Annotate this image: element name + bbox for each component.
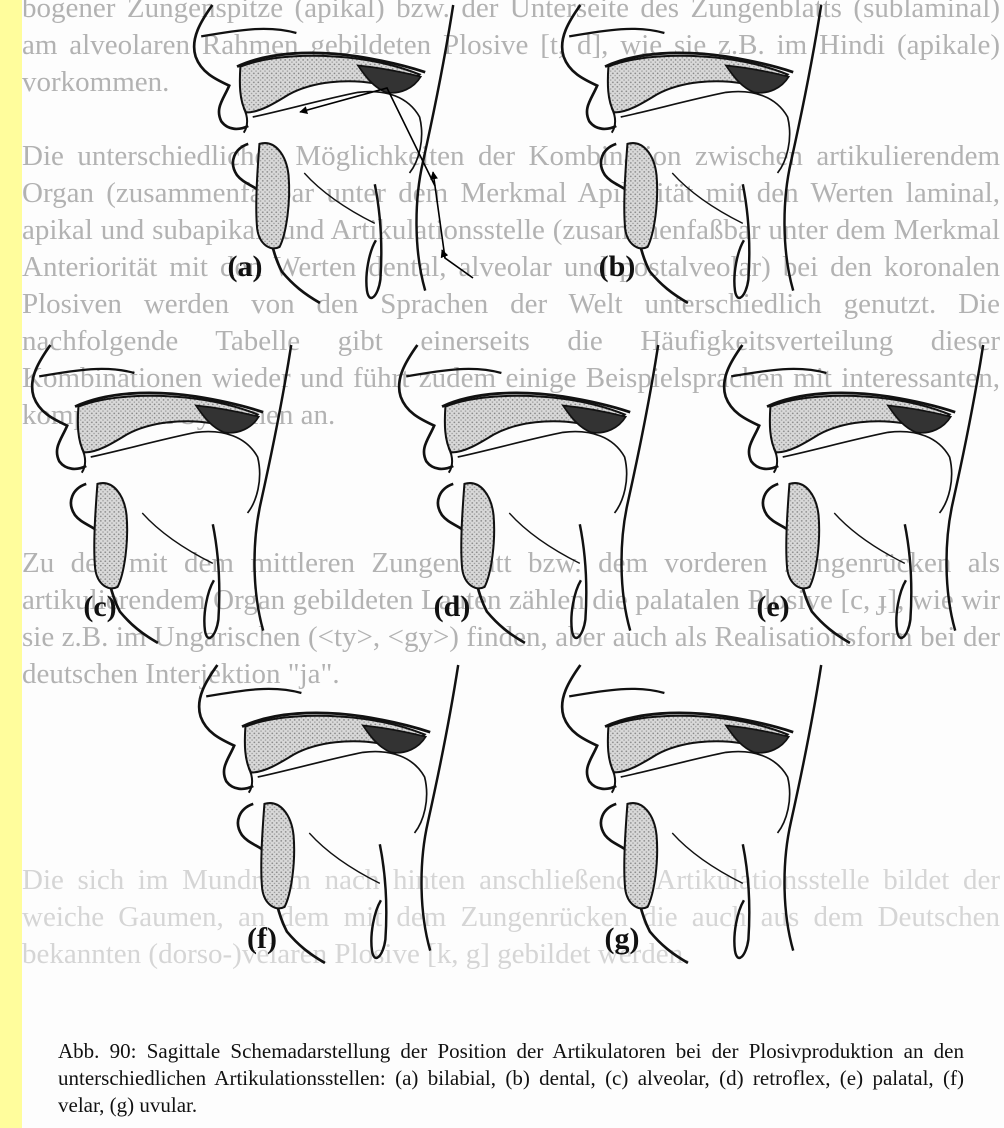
figure-caption: Abb. 90: Sagittale Schemadarstellung der… <box>58 1038 964 1119</box>
airflow-arrows <box>300 88 473 278</box>
sagittal-diagrams <box>0 0 1004 1030</box>
panel-b-label: (b) <box>577 250 657 284</box>
panel-c-label: (c) <box>60 590 140 624</box>
panel-g-diagram <box>562 665 821 963</box>
panel-g-label: (g) <box>582 922 662 956</box>
panel-f-diagram <box>199 665 458 963</box>
panel-d-label: (d) <box>412 590 492 624</box>
panel-a-label: (a) <box>205 250 285 284</box>
panel-f-label: (f) <box>222 922 302 956</box>
panel-e-label: (e) <box>733 590 813 624</box>
caption-box: Abb. 90: Sagittale Schemadarstellung der… <box>22 1030 1004 1128</box>
